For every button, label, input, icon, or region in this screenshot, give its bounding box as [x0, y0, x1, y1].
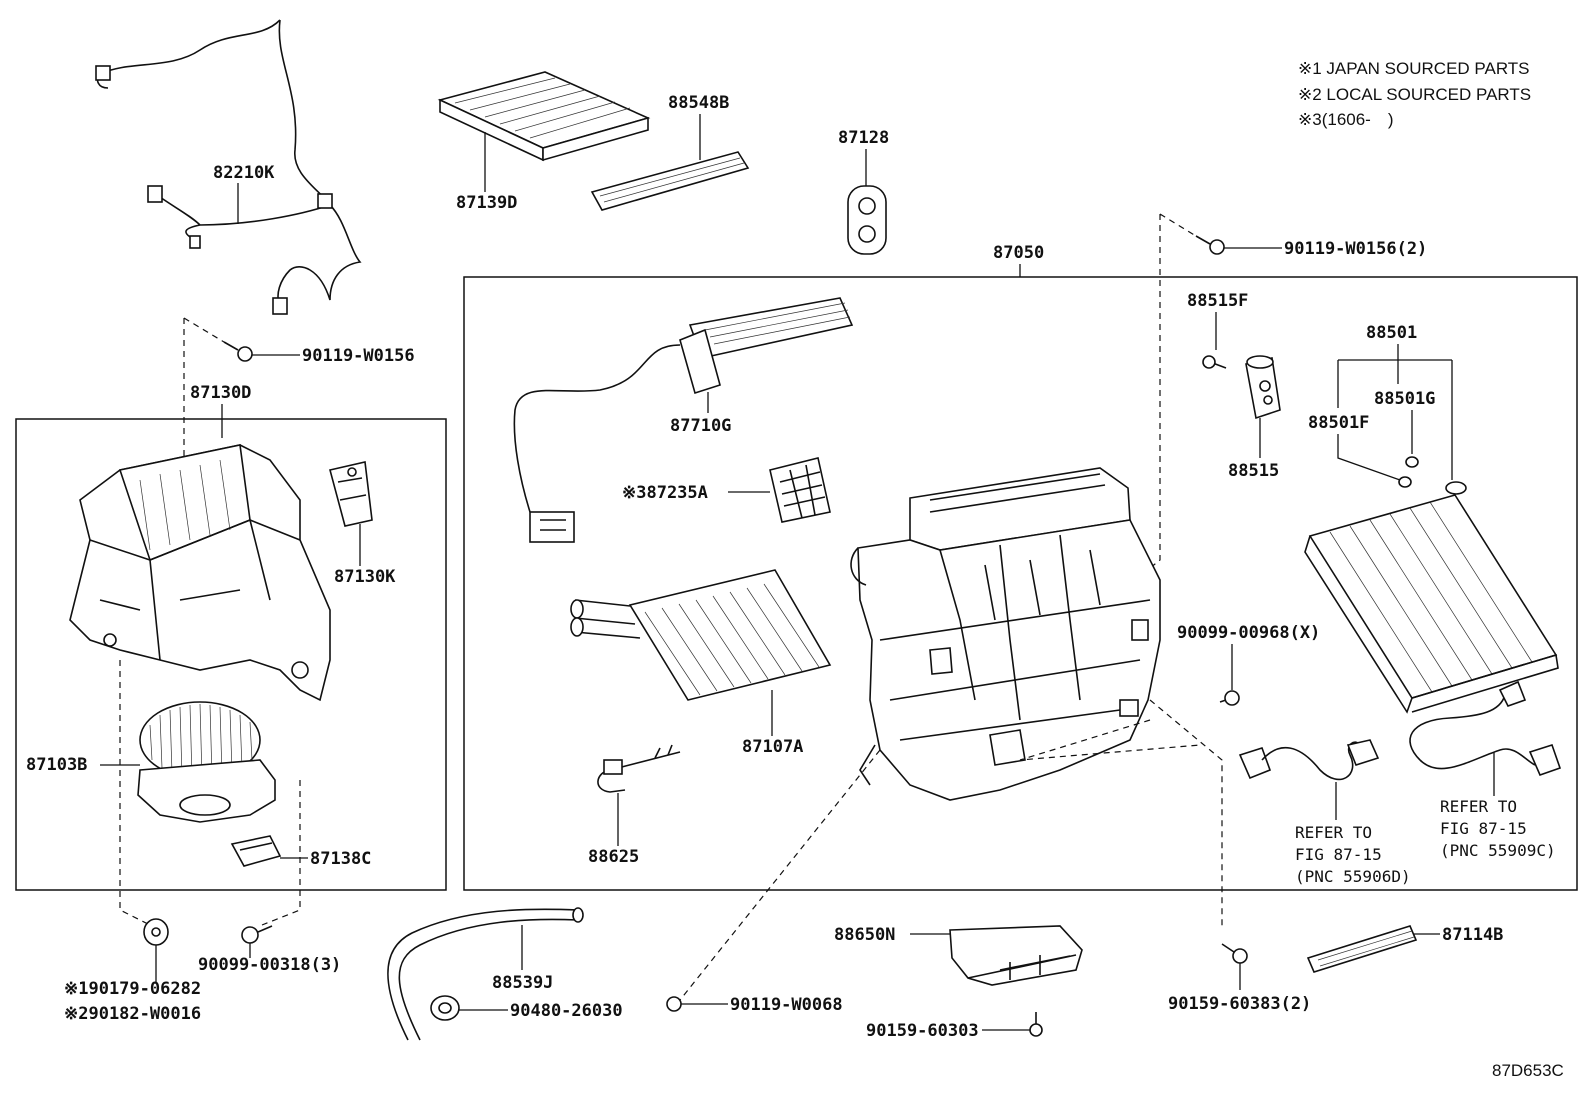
- label-90182-W0016: ※290182-W0016: [64, 1004, 201, 1024]
- ref-right-line2: FIG 87-15: [1440, 819, 1527, 838]
- air-filter-part[interactable]: [437, 71, 651, 162]
- label-87107A: 87107A: [742, 737, 803, 757]
- label-90159-60303: 90159-60303: [866, 1021, 979, 1041]
- ecu-88650N-part[interactable]: [949, 925, 1083, 986]
- screw-90119-W0156-part[interactable]: [223, 341, 253, 362]
- heater-core-87107A-part[interactable]: [570, 569, 832, 701]
- label-88625: 88625: [588, 847, 639, 867]
- label-87114B: 87114B: [1442, 925, 1503, 945]
- label-87138C: 87138C: [310, 849, 371, 869]
- label-87128: 87128: [838, 128, 889, 148]
- label-90179-06282: ※190179-06282: [64, 979, 201, 999]
- drain-hose-88539J-part[interactable]: [387, 907, 584, 1041]
- label-88515F: 88515F: [1187, 291, 1248, 311]
- ref-right-line1: REFER TO: [1440, 797, 1517, 816]
- label-88501: 88501: [1366, 323, 1417, 343]
- label-88539J: 88539J: [492, 973, 553, 993]
- note-japan-sourced: ※1 JAPAN SOURCED PARTS: [1298, 59, 1530, 78]
- label-88548B: 88548B: [668, 93, 729, 113]
- label-87130K: 87130K: [334, 567, 396, 587]
- wire-harness-part[interactable]: [95, 19, 362, 315]
- label-87103B: 87103B: [26, 755, 87, 775]
- ac-unit-assembly-part[interactable]: [850, 467, 1161, 801]
- label-90159-60383-2: 90159-60383(2): [1168, 994, 1311, 1014]
- screw-90119-W0068-part[interactable]: [666, 996, 682, 1012]
- label-90099-00968: 90099-00968(X): [1177, 623, 1320, 643]
- evaporator-88501-part[interactable]: [1304, 481, 1559, 714]
- label-90119-W0156-2: 90119-W0156(2): [1284, 239, 1427, 259]
- screw-90099-00318-part[interactable]: [241, 925, 273, 944]
- screw-90099-00968-part[interactable]: [1219, 690, 1240, 706]
- label-87710G: 87710G: [670, 416, 731, 436]
- label-90480-26030: 90480-26030: [510, 1001, 623, 1021]
- label-88650N: 88650N: [834, 925, 895, 945]
- label-88501F: 88501F: [1308, 413, 1369, 433]
- label-87050: 87050: [993, 243, 1044, 263]
- bolt-88515F-part[interactable]: [1202, 355, 1227, 369]
- label-90119-W0068: 90119-W0068: [730, 995, 843, 1015]
- bracket-88548B-part[interactable]: [590, 151, 750, 211]
- grommet-90480-part[interactable]: [430, 995, 460, 1021]
- blower-motor-part[interactable]: [137, 701, 276, 823]
- ref-right-line3: (PNC 55909C): [1440, 841, 1556, 860]
- expansion-valve-88515-part[interactable]: [1245, 355, 1281, 420]
- screw-90119-W0156-2-part[interactable]: [1195, 235, 1225, 255]
- temp-sensor-55906D-part[interactable]: [1238, 739, 1380, 781]
- heater-87710G-part[interactable]: [513, 297, 854, 543]
- label-88515: 88515: [1228, 461, 1279, 481]
- nut-90179-part[interactable]: [143, 918, 169, 946]
- label-87130D: 87130D: [190, 383, 251, 403]
- blower-housing-part[interactable]: [69, 444, 331, 702]
- ref-left-line2: FIG 87-15: [1295, 845, 1382, 864]
- label-82210K: 82210K: [213, 163, 275, 183]
- label-87139D: 87139D: [456, 193, 517, 213]
- strip-87114B-part[interactable]: [1306, 925, 1418, 973]
- bracket-87235A-part[interactable]: [769, 457, 831, 523]
- ref-left-line1: REFER TO: [1295, 823, 1372, 842]
- figure-id: 87D653C: [1492, 1061, 1564, 1080]
- actuator-87130K-part[interactable]: [329, 461, 373, 527]
- note-local-sourced: ※2 LOCAL SOURCED PARTS: [1298, 85, 1531, 104]
- screw-90159-60303-part[interactable]: [1029, 1012, 1043, 1037]
- label-88501G: 88501G: [1374, 389, 1435, 409]
- blower-unit-group-box: [15, 418, 447, 891]
- grommet-87128-part[interactable]: [847, 185, 887, 255]
- resistor-87138C-part[interactable]: [230, 835, 282, 867]
- sensor-88625-part[interactable]: [597, 744, 681, 793]
- o-ring-88501G-part[interactable]: [1398, 456, 1419, 488]
- screw-90159-60383-part[interactable]: [1221, 943, 1248, 964]
- label-90119-W0156: 90119-W0156: [302, 346, 415, 366]
- temp-sensor-55909C-part[interactable]: [1409, 680, 1562, 777]
- label-90099-00318-3: 90099-00318(3): [198, 955, 341, 975]
- note-date-range: ※3(1606- ): [1298, 110, 1394, 129]
- ref-left-line3: (PNC 55906D): [1295, 867, 1411, 886]
- label-87235A: ※387235A: [622, 483, 708, 503]
